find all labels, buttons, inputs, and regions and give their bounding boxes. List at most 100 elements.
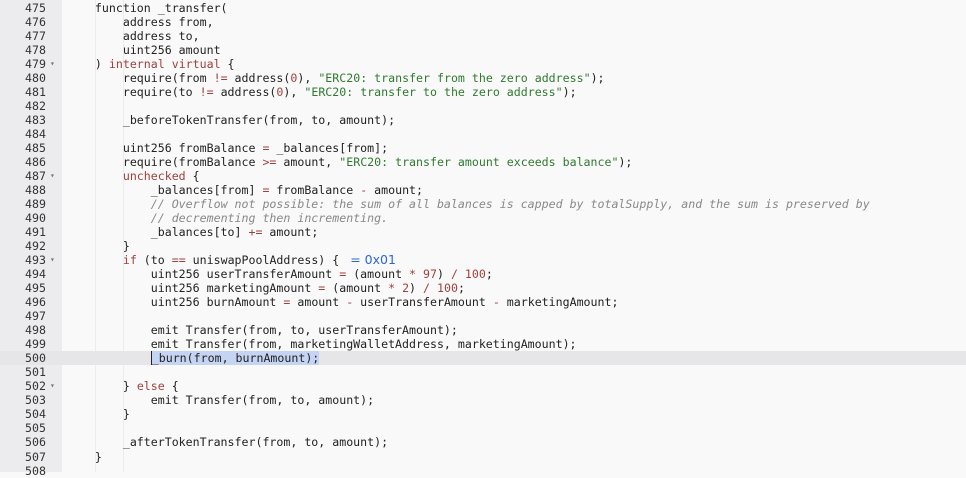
operator-token: = <box>318 281 326 296</box>
line-number: 483 <box>25 113 46 128</box>
operator-token: = <box>262 183 270 198</box>
code-line[interactable]: 487 ▾ unchecked { <box>0 169 966 183</box>
code-line[interactable]: 507 } <box>0 450 966 464</box>
code-text: ) internal virtual { <box>67 57 235 71</box>
code-line[interactable]: 493▾ if (to == uniswapPoolAddress) { = 0… <box>0 253 966 268</box>
code-line[interactable]: 491 _balances[to] += amount; <box>0 225 966 239</box>
code-line[interactable]: 481 require(to != address(0), "ERC20: tr… <box>0 85 966 99</box>
code-text: uint256 userTransferAmount = (amount * 9… <box>67 267 493 281</box>
code-text: _burn(from, burnAmount); <box>67 351 320 366</box>
code-line[interactable]: 498 emit Transfer(from, to, userTransfer… <box>0 323 966 337</box>
code-line[interactable]: 486 require(fromBalance >= amount, "ERC2… <box>0 155 966 169</box>
code-line[interactable]: 504 } <box>0 407 966 421</box>
line-number: 479 <box>25 57 46 72</box>
code-token: ), <box>283 85 305 100</box>
code-text: } <box>67 407 130 421</box>
code-line[interactable]: 508 <box>0 464 966 478</box>
code-line[interactable]: 494 uint256 userTransferAmount = (amount… <box>0 267 966 281</box>
code-text: uint256 fromBalance = _balances[from]; <box>67 141 388 155</box>
line-number: 487 <box>25 169 46 184</box>
line-number: 501 <box>25 365 46 380</box>
indent-guide <box>123 0 124 472</box>
operator-token: >= <box>262 155 277 170</box>
chevron-down-icon[interactable]: ▾ <box>50 171 55 181</box>
chevron-down-icon[interactable]: ▾ <box>50 255 55 265</box>
operator-token: - <box>360 183 368 198</box>
chevron-down-icon[interactable]: ▾ <box>50 59 55 69</box>
indent-guide <box>95 0 96 472</box>
code-text: uint256 burnAmount = amount - userTransf… <box>67 295 619 310</box>
code-token: { <box>164 379 179 394</box>
code-token <box>67 211 151 225</box>
code-token: uint256 fromBalance <box>67 141 263 156</box>
line-number-gutter <box>0 0 62 472</box>
selected-text: _burn(from, burnAmount); <box>150 351 320 366</box>
operator-token: / <box>423 281 430 296</box>
code-token: ), <box>297 71 319 86</box>
code-line[interactable]: 503 emit Transfer(from, to, amount); <box>0 393 966 407</box>
code-line[interactable]: 497 <box>0 309 966 323</box>
code-token: amount; <box>262 225 319 240</box>
code-text: } else { <box>67 379 179 393</box>
line-number: 502 <box>25 379 46 394</box>
code-line[interactable]: 476 address from, <box>0 15 966 29</box>
code-text: unchecked { <box>67 169 200 183</box>
line-number: 486 <box>25 155 46 170</box>
code-line[interactable]: 480 require(from != address(0), "ERC20: … <box>0 71 966 85</box>
code-token: uint256 marketingAmount <box>67 281 319 296</box>
code-token: { <box>185 169 200 184</box>
code-line[interactable]: 505 <box>0 421 966 435</box>
code-comment: // decrementing then incrementing. <box>150 211 389 226</box>
code-line[interactable]: 506 _afterTokenTransfer(from, to, amount… <box>0 435 966 449</box>
line-number: 488 <box>25 183 46 198</box>
code-line[interactable]: 500 _burn(from, burnAmount); <box>0 351 966 366</box>
code-token <box>430 281 437 295</box>
code-line[interactable]: 478 uint256 amount <box>0 43 966 57</box>
code-line[interactable]: 484 <box>0 127 966 141</box>
code-line[interactable]: 483 _beforeTokenTransfer(from, to, amoun… <box>0 113 966 127</box>
code-line[interactable]: 492 } <box>0 239 966 253</box>
code-line[interactable]: 488 _balances[from] = fromBalance - amou… <box>0 183 966 197</box>
code-line[interactable]: 482 <box>0 99 966 113</box>
code-token <box>67 351 151 365</box>
code-line[interactable]: 489 // Overflow not possible: the sum of… <box>0 197 966 211</box>
code-line[interactable]: 499 emit Transfer(from, marketingWalletA… <box>0 337 966 351</box>
line-number: 482 <box>25 99 46 114</box>
code-line[interactable]: 490 // decrementing then incrementing. <box>0 211 966 225</box>
code-token: } <box>67 379 137 394</box>
code-line[interactable]: 495 uint256 marketingAmount = (amount * … <box>0 281 966 295</box>
operator-token: - <box>346 295 354 310</box>
code-token: address to, <box>67 29 200 44</box>
code-line[interactable]: 475 function _transfer( <box>0 1 966 15</box>
code-token: _balances[to] <box>67 225 249 240</box>
operator-token: = <box>283 295 291 310</box>
string-literal: "ERC20: transfer to the zero address" <box>304 85 563 100</box>
code-token: (to <box>136 253 172 268</box>
code-token <box>458 267 465 281</box>
chevron-down-icon[interactable]: ▾ <box>50 381 55 391</box>
code-text: } <box>67 239 130 253</box>
code-line[interactable]: 479 ▾ ) internal virtual { <box>0 57 966 71</box>
code-line[interactable]: 496 uint256 burnAmount = amount - userTr… <box>0 295 966 309</box>
code-text: emit Transfer(from, marketingWalletAddre… <box>67 337 577 351</box>
code-token: ); <box>590 71 605 86</box>
code-text: address from, <box>67 15 214 29</box>
string-literal: "ERC20: transfer from the zero address" <box>318 71 591 86</box>
code-token: emit Transfer(from, marketingWalletAddre… <box>67 337 577 352</box>
code-token <box>395 281 402 295</box>
code-line[interactable]: 502 ▾ } else { <box>0 379 966 393</box>
line-number: 481 <box>25 85 46 100</box>
code-text: if (to == uniswapPoolAddress) { = 0x01 <box>67 253 396 268</box>
code-token: _balances[from]; <box>269 141 389 156</box>
code-text: require(from != address(0), "ERC20: tran… <box>67 71 605 85</box>
code-token: (amount <box>325 281 389 296</box>
code-line[interactable]: 501 <box>0 365 966 379</box>
code-line[interactable]: 477 address to, <box>0 29 966 43</box>
operator-token: == <box>171 253 186 268</box>
code-token: emit Transfer(from, to, userTransferAmou… <box>67 323 458 338</box>
line-number: 491 <box>25 225 46 240</box>
code-line[interactable]: 485 uint256 fromBalance = _balances[from… <box>0 141 966 155</box>
number-literal: 0 <box>276 85 284 100</box>
